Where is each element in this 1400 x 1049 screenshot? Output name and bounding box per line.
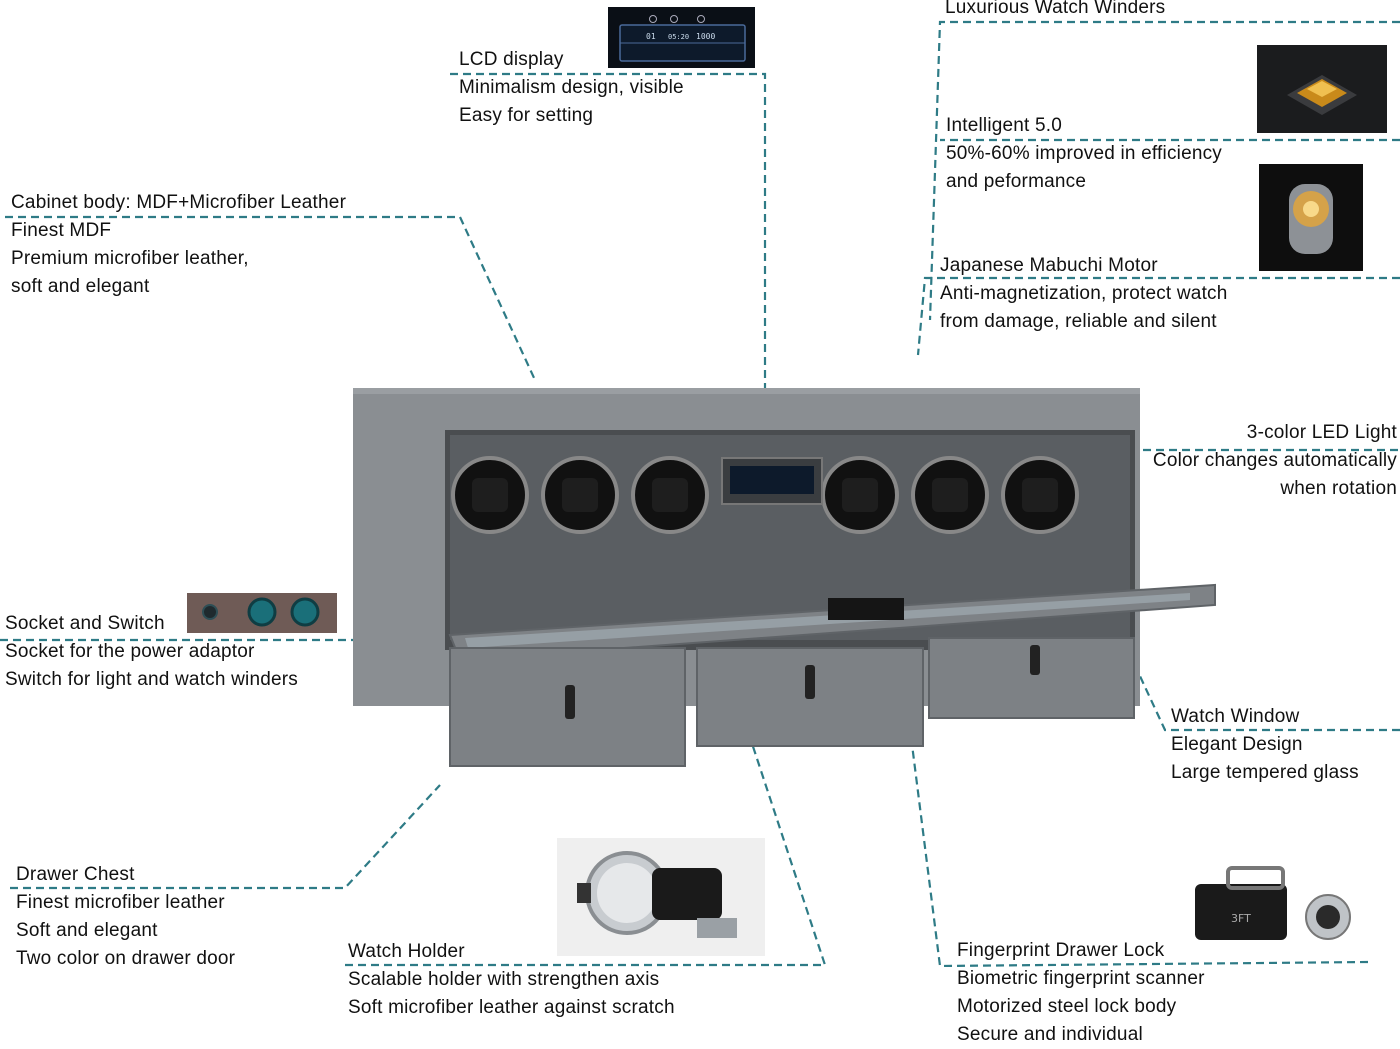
feature-led: 3-color LED Light Color changes automati… [1153, 419, 1397, 503]
winder-6 [1001, 456, 1079, 534]
feature-cabinet: Cabinet body: MDF+Microfiber Leather Fin… [11, 189, 346, 301]
chip-icon [1257, 45, 1387, 133]
svg-text:01: 01 [646, 32, 656, 41]
feature-title: Socket and Switch [5, 613, 165, 634]
cabinet-lcd-screen [730, 466, 814, 494]
winder-2 [541, 456, 619, 534]
drawer-handle-right [1030, 645, 1040, 675]
feature-title: Fingerprint Drawer Lock [957, 940, 1165, 961]
feature-title: Cabinet body: MDF+Microfiber Leather [11, 192, 347, 213]
svg-text:1000: 1000 [696, 32, 715, 41]
feature-holder: Watch Holder Scalable holder with streng… [348, 938, 675, 1022]
feature-window: Watch Window Elegant Design Large temper… [1171, 703, 1359, 787]
feature-lcd: LCD display Minimalism design, visible E… [459, 46, 684, 130]
fingerprint-lock-icon: 3FT [1193, 862, 1368, 942]
feature-title: Watch Holder [348, 941, 465, 962]
leader-motor [916, 276, 1400, 356]
feature-title: 3-color LED Light [1246, 422, 1397, 443]
feature-title: LCD display [459, 49, 564, 70]
leader-lcd [450, 72, 767, 470]
feature-drawer: Drawer Chest Finest microfiber leather S… [16, 861, 235, 973]
feature-title: Watch Window [1171, 706, 1300, 727]
leader-window [1099, 589, 1400, 732]
winder-3 [631, 456, 709, 534]
feature-socket: Socket and Switch Socket for the power a… [5, 610, 298, 694]
drawer-chest [449, 637, 1135, 767]
winder-1 [451, 456, 529, 534]
feature-title: Intelligent 5.0 [946, 115, 1063, 136]
window-lock [828, 598, 904, 620]
watch-winder-cabinet [353, 388, 1216, 767]
svg-text:05:20: 05:20 [668, 33, 689, 41]
feature-luxurious: Luxurious Watch Winders [945, 0, 1165, 22]
leader-holder [345, 524, 827, 967]
feature-motor: Japanese Mabuchi Motor Anti-magnetizatio… [940, 252, 1228, 336]
lcd-panel-icon: 01 05:20 1000 [608, 7, 755, 68]
winder-row [451, 456, 1079, 534]
leader-cabinet [5, 215, 536, 381]
leader-luxurious [928, 20, 1400, 321]
motor-icon [1259, 164, 1363, 271]
feature-fingerprint: Fingerprint Drawer Lock Biometric finger… [957, 937, 1205, 1049]
socket-switch-icon [187, 593, 337, 633]
feature-title: Luxurious Watch Winders [945, 0, 1166, 18]
svg-text:3FT: 3FT [1231, 912, 1251, 925]
watch-holder-icon [557, 838, 765, 956]
feature-title: Drawer Chest [16, 864, 135, 885]
drawer-handle-middle [805, 665, 815, 699]
feature-intelligent: Intelligent 5.0 50%-60% improved in effi… [946, 112, 1222, 196]
feature-title: Japanese Mabuchi Motor [940, 255, 1158, 276]
drawer-handle-left [565, 685, 575, 719]
leader-drawer [10, 784, 441, 890]
winder-4 [821, 456, 899, 534]
winder-5 [911, 456, 989, 534]
